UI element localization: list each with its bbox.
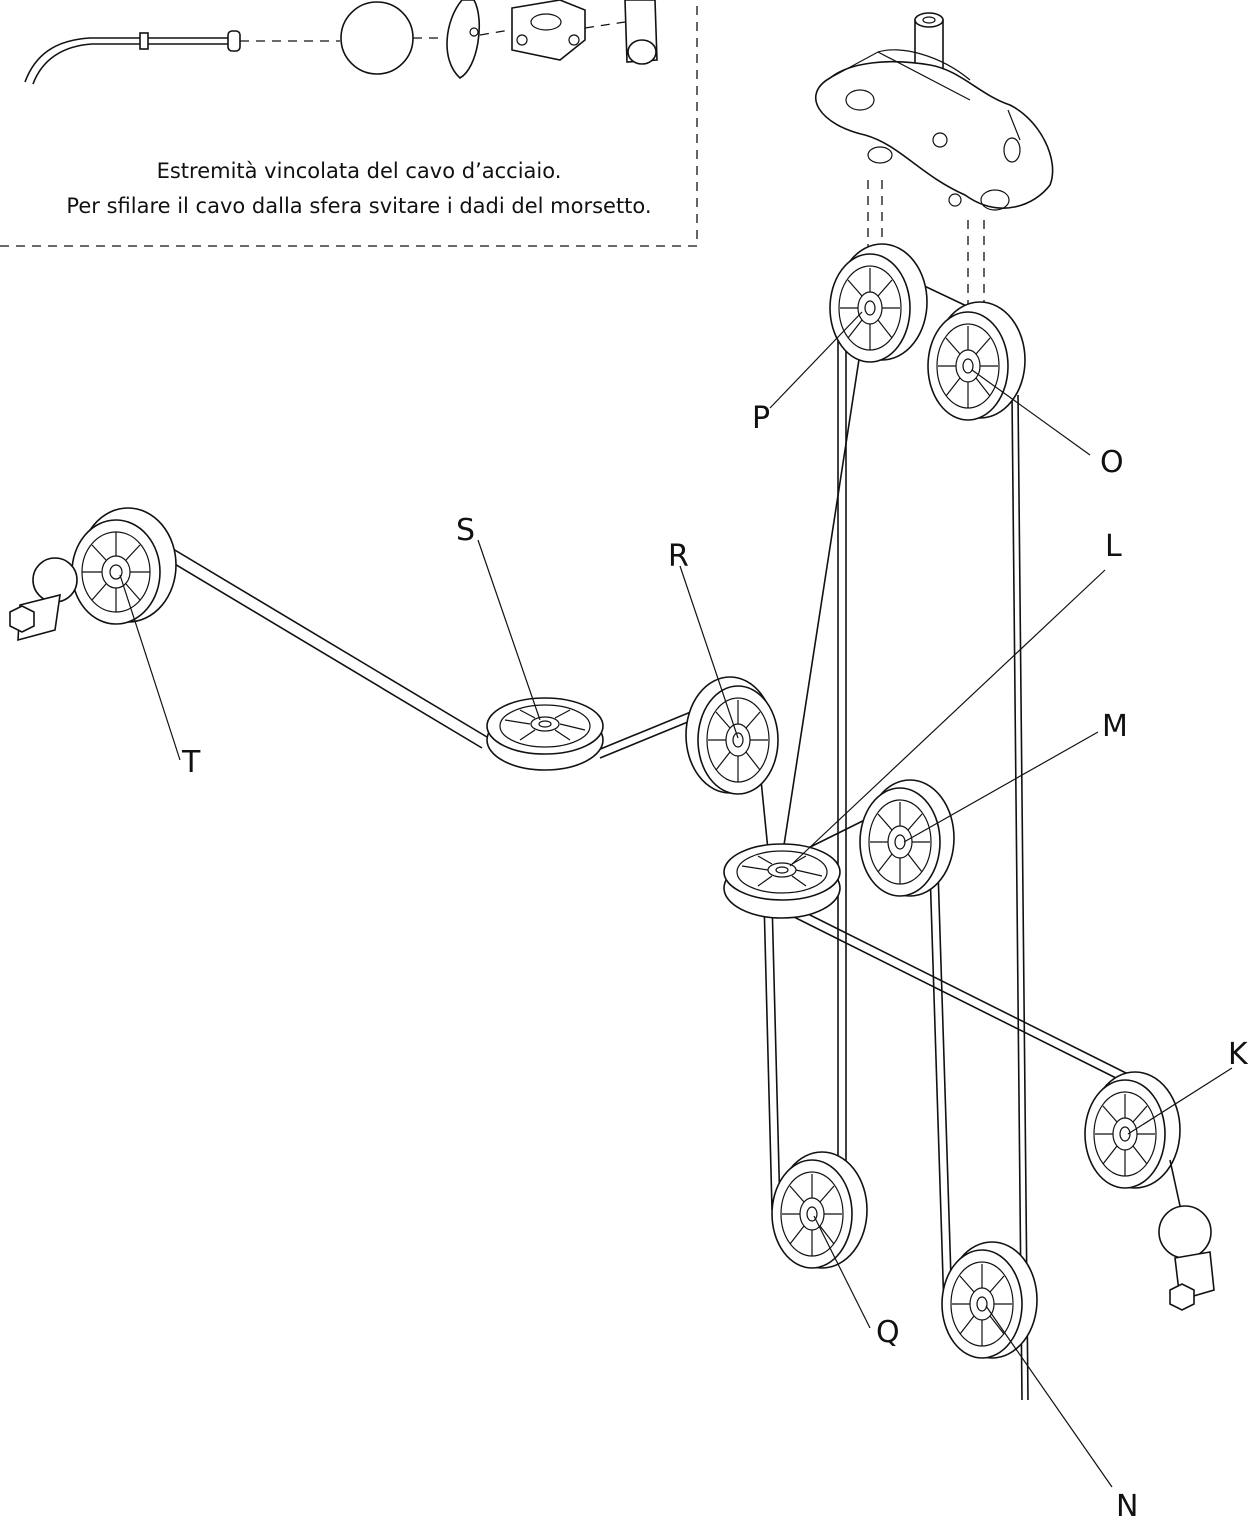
pulley-Q — [771, 1151, 868, 1269]
label-M: M — [1102, 709, 1128, 744]
pulley-L — [723, 843, 841, 919]
leader-lines — [119, 311, 1233, 1488]
steel-cable — [117, 264, 1135, 1401]
pulley-T — [9, 507, 177, 642]
inset-caption-line1: Estremità vincolata del cavo d’acciaio. — [157, 159, 562, 183]
ball-part — [340, 1, 414, 75]
pulley-S — [486, 697, 604, 771]
top-mount-plate — [815, 12, 1054, 310]
pulley-N — [941, 1241, 1038, 1359]
label-T: T — [182, 745, 201, 780]
label-N: N — [1116, 1489, 1139, 1524]
ball-half-part — [446, 0, 481, 79]
pulley-K — [1084, 1071, 1215, 1311]
label-S: S — [456, 513, 476, 548]
inset-caption-line2: Per sfilare il cavo dalla sfera svitare … — [66, 194, 651, 218]
label-R: R — [668, 539, 689, 574]
pulley-M — [859, 779, 955, 897]
cable-end-detail — [24, 0, 658, 85]
pulley-P — [829, 243, 928, 363]
pulley-O — [927, 301, 1026, 421]
pulley-R — [685, 676, 779, 795]
label-O: O — [1100, 445, 1124, 480]
label-P: P — [752, 401, 771, 436]
label-Q: Q — [876, 1315, 900, 1350]
inset-frame — [0, 0, 698, 247]
label-K: K — [1228, 1037, 1248, 1072]
label-L: L — [1105, 529, 1122, 564]
